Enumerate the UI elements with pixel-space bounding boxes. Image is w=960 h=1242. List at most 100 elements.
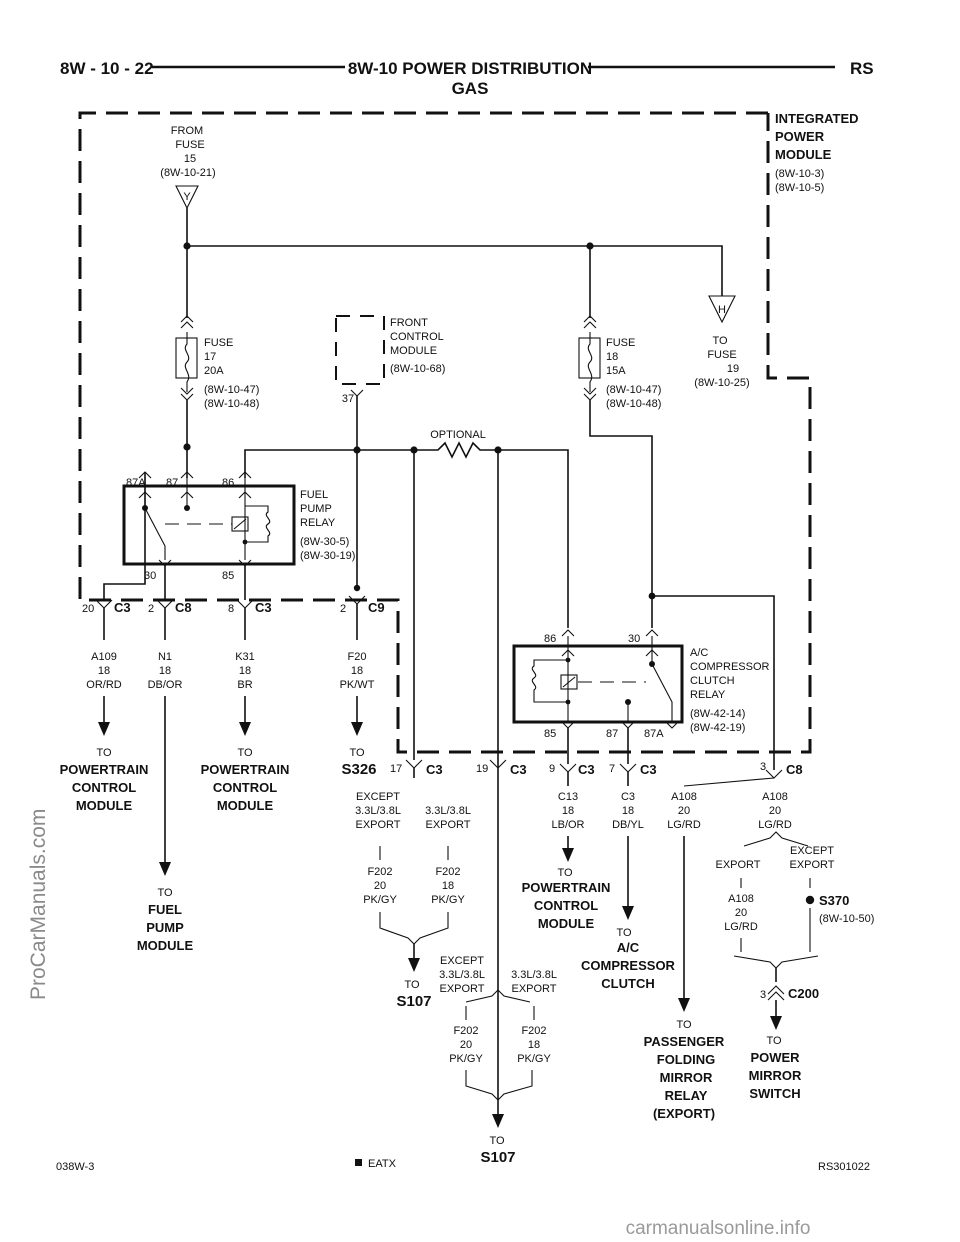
wire-fuse18-to-ac-relay <box>589 400 653 628</box>
svg-text:TO: TO <box>676 1019 692 1031</box>
to-s107-1: TO S107 <box>396 979 431 1010</box>
fuel-pump-relay-label: FUEL PUMP RELAY (8W-30-5) (8W-30-19) <box>300 489 355 562</box>
svg-text:FUSE: FUSE <box>175 139 204 151</box>
legend-square-icon <box>355 1159 362 1166</box>
svg-text:POWER: POWER <box>775 129 825 144</box>
connector-h-label: H <box>718 304 726 316</box>
svg-text:POWERTRAIN: POWERTRAIN <box>522 880 611 895</box>
relay-coil <box>560 674 578 690</box>
svg-text:30: 30 <box>628 633 640 645</box>
ac-relay-box <box>512 644 684 724</box>
svg-text:(8W-10-48): (8W-10-48) <box>204 398 259 410</box>
svg-text:7: 7 <box>609 763 615 775</box>
svg-text:3.3L/3.8L: 3.3L/3.8L <box>439 969 485 981</box>
connector-c3-8: 8 C3 <box>228 599 272 615</box>
svg-text:(8W-42-19): (8W-42-19) <box>690 722 745 734</box>
svg-text:C8: C8 <box>786 762 803 777</box>
svg-text:TO: TO <box>557 867 573 879</box>
fuse-17-label: FUSE 17 20A (8W-10-47) (8W-10-48) <box>204 337 259 410</box>
svg-text:18: 18 <box>528 1039 540 1051</box>
svg-text:CONTROL: CONTROL <box>534 898 598 913</box>
svg-text:3: 3 <box>760 761 766 773</box>
connector-c8-3: 3 C8 <box>760 761 803 779</box>
svg-text:85: 85 <box>222 570 234 582</box>
svg-text:TO: TO <box>404 979 420 991</box>
svg-text:20: 20 <box>82 603 94 615</box>
svg-text:RELAY: RELAY <box>690 689 726 701</box>
svg-text:LB/OR: LB/OR <box>551 819 584 831</box>
fuse-17 <box>175 315 198 401</box>
svg-text:POWER: POWER <box>750 1050 800 1065</box>
svg-text:MIRROR: MIRROR <box>749 1068 802 1083</box>
svg-text:MODULE: MODULE <box>137 938 194 953</box>
svg-text:C13: C13 <box>558 791 578 803</box>
arrow-down-icon <box>678 998 690 1012</box>
svg-text:S326: S326 <box>341 761 376 778</box>
svg-text:C3: C3 <box>255 600 272 615</box>
svg-text:S107: S107 <box>480 1149 515 1166</box>
arrow-down-icon <box>492 1114 504 1128</box>
svg-text:F202: F202 <box>367 866 392 878</box>
svg-text:EXPORT: EXPORT <box>715 859 760 871</box>
section-code: RS <box>850 59 874 78</box>
figure-id: 038W-3 <box>56 1161 94 1173</box>
svg-text:PK/GY: PK/GY <box>363 894 397 906</box>
svg-text:K31: K31 <box>235 651 255 663</box>
svg-text:S370: S370 <box>819 893 849 908</box>
svg-text:(8W-30-5): (8W-30-5) <box>300 536 349 548</box>
splice-dot <box>183 242 191 250</box>
connector-c3-17: 17 C3 <box>390 759 443 777</box>
to-passenger-folding-mirror-relay: TO PASSENGER FOLDING MIRROR RELAY (EXPOR… <box>644 1019 725 1121</box>
connector-c3-7: 7 C3 <box>609 762 657 777</box>
svg-text:SWITCH: SWITCH <box>749 1086 800 1101</box>
svg-text:N1: N1 <box>158 651 172 663</box>
svg-text:EXPORT: EXPORT <box>439 983 484 995</box>
svg-text:20: 20 <box>735 907 747 919</box>
svg-text:POWERTRAIN: POWERTRAIN <box>201 762 290 777</box>
splice-s370-dot <box>805 895 815 905</box>
svg-text:(8W-10-68): (8W-10-68) <box>390 363 445 375</box>
svg-text:FUSE: FUSE <box>707 349 736 361</box>
svg-text:(8W-10-47): (8W-10-47) <box>606 384 661 396</box>
svg-text:30: 30 <box>144 570 156 582</box>
svg-text:2: 2 <box>340 603 346 615</box>
svg-text:(8W-10-47): (8W-10-47) <box>204 384 259 396</box>
svg-text:18: 18 <box>98 665 110 677</box>
svg-text:PK/GY: PK/GY <box>431 894 465 906</box>
fuel-pump-relay-pins: 87A 87 86 30 85 <box>126 477 234 582</box>
svg-text:EXPORT: EXPORT <box>511 983 556 995</box>
to-s326: TO S326 <box>341 747 376 778</box>
svg-text:87: 87 <box>166 477 178 489</box>
svg-text:LG/RD: LG/RD <box>667 819 701 831</box>
svg-text:TO: TO <box>489 1135 505 1147</box>
wire-k31-label: K31 18 BR <box>235 651 255 691</box>
svg-text:20: 20 <box>460 1039 472 1051</box>
arrow-down-icon <box>562 848 574 862</box>
svg-text:20: 20 <box>769 805 781 817</box>
svg-text:CLUTCH: CLUTCH <box>601 976 654 991</box>
svg-text:18: 18 <box>606 351 618 363</box>
svg-text:15A: 15A <box>606 365 626 377</box>
svg-text:RELAY: RELAY <box>300 517 336 529</box>
svg-text:18: 18 <box>442 880 454 892</box>
wire-f202-18-label-1: F202 18 PK/GY <box>431 866 465 906</box>
svg-text:F202: F202 <box>435 866 460 878</box>
wire-f202-20-label-2: F202 20 PK/GY <box>449 1025 483 1065</box>
svg-text:BR: BR <box>237 679 252 691</box>
connector-c8-2: 2 C8 <box>148 599 192 615</box>
arrow-down-icon <box>770 1016 782 1030</box>
svg-text:17: 17 <box>390 763 402 775</box>
svg-text:A108: A108 <box>762 791 788 803</box>
splice-s370-label: S370 (8W-10-50) <box>819 893 874 925</box>
svg-text:PASSENGER: PASSENGER <box>644 1034 725 1049</box>
svg-text:EXPORT: EXPORT <box>789 859 834 871</box>
page-number: 8W - 10 - 22 <box>60 59 154 78</box>
ac-relay-pins: 86 30 85 87 87A <box>544 633 664 740</box>
svg-text:TO: TO <box>712 335 728 347</box>
svg-text:FRONT: FRONT <box>390 317 428 329</box>
fuse-18-label: FUSE 18 15A (8W-10-47) (8W-10-48) <box>606 337 661 410</box>
arrow-down-icon <box>408 958 420 972</box>
svg-text:(8W-30-19): (8W-30-19) <box>300 550 355 562</box>
fcm-pin-label: 37 <box>342 393 354 405</box>
